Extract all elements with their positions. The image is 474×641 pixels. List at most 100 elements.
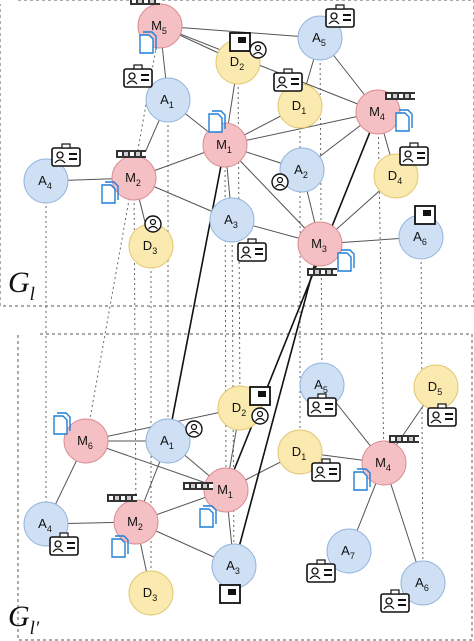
node-top-M3: M3 bbox=[297, 221, 343, 267]
document-icon bbox=[199, 505, 217, 528]
document-icon bbox=[111, 535, 129, 558]
film-strip-icon bbox=[385, 92, 415, 100]
node-subscript: 2 bbox=[241, 408, 246, 418]
node-subscript: 6 bbox=[88, 441, 93, 451]
node-circle bbox=[297, 221, 343, 267]
node-subscript: 1 bbox=[301, 106, 306, 116]
node-circle bbox=[145, 418, 191, 464]
node-subscript: 1 bbox=[227, 145, 232, 155]
node-subscript: 1 bbox=[169, 100, 174, 110]
id-card-icon bbox=[51, 143, 81, 167]
graph-edge bbox=[85, 440, 227, 491]
graph-edge bbox=[159, 25, 379, 113]
node-bot-M4: M4 bbox=[361, 440, 407, 486]
document-icon bbox=[53, 412, 71, 435]
node-circle bbox=[355, 89, 401, 135]
photo-frame-icon bbox=[219, 584, 241, 604]
node-circle bbox=[23, 501, 69, 547]
document-icon bbox=[139, 31, 157, 54]
node-circle bbox=[128, 570, 174, 616]
node-subscript: 6 bbox=[424, 583, 429, 593]
node-subscript: 4 bbox=[47, 524, 52, 534]
correspondence-line bbox=[224, 144, 227, 491]
id-card-icon bbox=[399, 142, 429, 166]
node-top-A3: A3 bbox=[209, 197, 255, 243]
node-subscript: 4 bbox=[380, 112, 385, 122]
node-subscript: 1 bbox=[301, 452, 306, 462]
film-strip-icon bbox=[130, 0, 160, 5]
node-subscript: 1 bbox=[228, 490, 233, 500]
user-icon bbox=[249, 41, 267, 59]
node-top-D1: D1 bbox=[277, 83, 323, 129]
document-icon bbox=[208, 110, 226, 133]
node-subscript: 2 bbox=[239, 62, 244, 72]
node-subscript: 5 bbox=[162, 26, 167, 36]
node-subscript: 3 bbox=[235, 566, 240, 576]
node-top-A1: A1 bbox=[145, 77, 191, 123]
node-circle bbox=[361, 440, 407, 486]
node-circle bbox=[63, 418, 109, 464]
node-circle bbox=[326, 528, 372, 574]
user-icon bbox=[271, 173, 289, 191]
user-icon bbox=[144, 215, 162, 233]
document-icon bbox=[395, 109, 413, 132]
node-bot-A3: A3 bbox=[211, 543, 257, 589]
node-circle bbox=[277, 429, 323, 475]
film-strip-icon bbox=[183, 482, 213, 490]
document-icon bbox=[353, 468, 371, 491]
id-card-icon bbox=[49, 532, 79, 556]
node-bot-A4: A4 bbox=[23, 501, 69, 547]
node-subscript: 2 bbox=[138, 522, 143, 532]
node-subscript: 4 bbox=[397, 176, 402, 186]
correspondence-line bbox=[133, 177, 137, 523]
graph-edge bbox=[159, 25, 321, 39]
id-card-icon bbox=[325, 4, 355, 28]
photo-frame-icon bbox=[249, 386, 271, 406]
node-subscript: 4 bbox=[47, 181, 52, 191]
graph-label-bottom: Gl′ bbox=[8, 600, 40, 639]
node-subscript: 3 bbox=[233, 220, 238, 230]
id-card-icon bbox=[123, 64, 153, 88]
node-circle bbox=[145, 77, 191, 123]
photo-frame-icon bbox=[229, 32, 251, 52]
node-top-A4: A4 bbox=[23, 158, 69, 204]
node-circle bbox=[23, 158, 69, 204]
node-top-M4: M4 bbox=[355, 89, 401, 135]
node-bot-D5: D5 bbox=[413, 364, 459, 410]
node-bot-D1: D1 bbox=[277, 429, 323, 475]
film-strip-icon bbox=[107, 494, 137, 502]
node-subscript: 7 bbox=[350, 551, 355, 561]
node-top-A2: A2 bbox=[279, 147, 325, 193]
film-strip-icon bbox=[389, 435, 419, 443]
film-strip-icon bbox=[307, 268, 337, 276]
document-icon bbox=[101, 181, 119, 204]
node-bot-M6: M6 bbox=[63, 418, 109, 464]
correspondence-line bbox=[377, 111, 385, 464]
cross-graph-link bbox=[233, 243, 321, 567]
node-subscript: 2 bbox=[136, 178, 141, 188]
node-circle bbox=[400, 560, 446, 606]
graph-edge bbox=[224, 111, 379, 146]
node-subscript: 5 bbox=[323, 385, 328, 395]
id-card-icon bbox=[306, 559, 336, 583]
id-card-icon bbox=[273, 68, 303, 92]
node-subscript: 6 bbox=[422, 237, 427, 247]
id-card-icon bbox=[307, 393, 337, 417]
id-card-icon bbox=[380, 589, 410, 613]
node-subscript: 2 bbox=[303, 170, 308, 180]
graph-label-top: Gl bbox=[8, 266, 35, 305]
user-icon bbox=[251, 407, 269, 425]
film-strip-icon bbox=[116, 150, 146, 158]
cross-graph-link bbox=[167, 144, 226, 442]
user-icon bbox=[185, 420, 203, 438]
node-subscript: 5 bbox=[321, 38, 326, 48]
photo-frame-icon bbox=[414, 205, 436, 225]
node-subscript: 3 bbox=[152, 593, 157, 603]
correspondence-line bbox=[420, 236, 424, 584]
id-card-icon bbox=[427, 403, 457, 427]
node-subscript: 3 bbox=[322, 244, 327, 254]
node-bot-M2: M2 bbox=[113, 499, 159, 545]
node-circle bbox=[209, 197, 255, 243]
graph-edge bbox=[224, 144, 321, 245]
